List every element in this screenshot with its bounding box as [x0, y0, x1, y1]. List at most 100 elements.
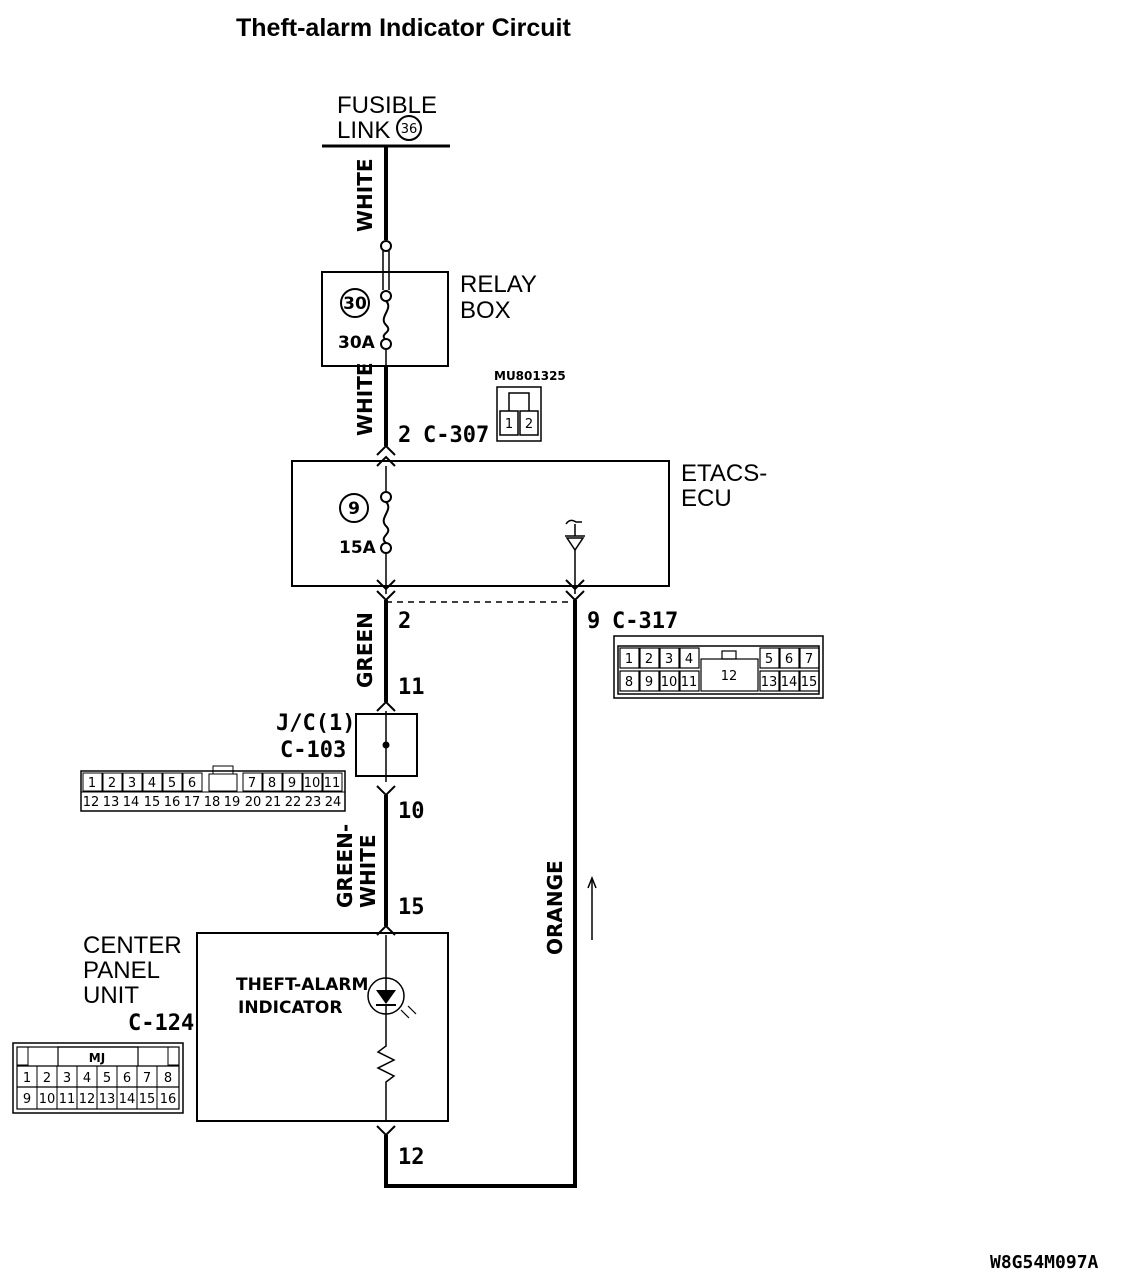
c103-cell [262, 772, 283, 792]
wire-label-white-mid: WHITE [353, 362, 377, 436]
c124-cell-label: 15 [139, 1092, 156, 1107]
fuse-9-element [382, 501, 390, 544]
c103-cell-label: 9 [288, 776, 296, 791]
relay-box-label-1: RELAY [460, 271, 537, 298]
c103-cell-label: 24 [325, 795, 342, 810]
junction-connector: J/C(1) C-103 [276, 711, 418, 782]
led-diode-icon [376, 990, 396, 1004]
light-ray-icon [407, 1005, 417, 1015]
light-ray-icon [400, 1009, 410, 1019]
c124-connector-symbol: MJ 1 2 3 4 5 6 7 8 9 10 11 12 13 14 15 1… [12, 1042, 184, 1114]
c317-name: C-317 [612, 609, 678, 634]
c317-cell [659, 670, 680, 692]
wire-label-green: GREEN [353, 612, 377, 688]
etacs-ecu-outline [291, 460, 670, 587]
c124-cell-label: 13 [99, 1092, 116, 1107]
c103-cell-label: 18 [204, 795, 221, 810]
fuse-terminal [380, 338, 392, 350]
c103-cell-label: 23 [305, 795, 322, 810]
center-panel-label-1: CENTER [83, 932, 182, 959]
c124-cell-label: 10 [39, 1092, 56, 1107]
c124-cell-label: 2 [43, 1071, 51, 1086]
c317-cell [799, 647, 820, 669]
junction-dot [382, 741, 390, 749]
c307-connector-symbol: 1 2 [496, 386, 542, 442]
c307-latch [508, 392, 530, 411]
connector-chevron [376, 700, 396, 712]
c307-cell-label: 1 [505, 417, 513, 432]
c317-cell [759, 670, 780, 692]
connector-chevron [565, 579, 585, 591]
c103-cell [242, 772, 263, 792]
c317-cell-label: 6 [785, 652, 793, 667]
etacs-ecu: ETACS- ECU 9 15A [291, 460, 767, 594]
center-panel-outline [196, 932, 449, 1122]
relay-box-label-2: BOX [460, 297, 511, 324]
c103-latch [212, 765, 234, 775]
c103-connector-symbol: 1 2 3 4 5 6 7 8 9 10 11 12 13 14 15 16 1… [80, 765, 346, 812]
jc-label: J/C(1) [276, 711, 355, 736]
etacs-fuse-rating: 15A [339, 538, 377, 558]
c317-cell [639, 647, 660, 669]
c317-inner [617, 645, 820, 695]
c124-latch [57, 1046, 139, 1066]
c103-cell-label: 6 [188, 776, 196, 791]
c317-pin-left: 2 [398, 609, 411, 634]
indicator-label-2: INDICATOR [238, 998, 342, 1018]
c124-cell-label: 3 [63, 1071, 71, 1086]
resistor-icon [376, 1040, 396, 1120]
fuse-terminal [380, 542, 392, 554]
c103-cell [322, 772, 343, 792]
diagram-title: Theft-alarm Indicator Circuit [236, 14, 571, 42]
c103-cell [302, 772, 323, 792]
c124-tag: MJ [89, 1051, 105, 1065]
c103-cell-label: 21 [265, 795, 282, 810]
center-panel-label-3: UNIT [83, 982, 139, 1009]
c103-cell [122, 772, 143, 792]
c103-cell-label: 4 [148, 776, 156, 791]
fuse-terminal [380, 290, 392, 302]
terminal [380, 240, 392, 252]
c317-cell [679, 647, 700, 669]
c103-cell-label: 7 [248, 776, 256, 791]
relay-fuse-number: 30 [343, 294, 367, 314]
etacs-fuse-number: 9 [348, 499, 360, 519]
c317-cell-label: 15 [801, 675, 818, 690]
c317-cell-label: 2 [645, 652, 653, 667]
c317-cell-label: 13 [761, 675, 778, 690]
c103-cell [142, 772, 163, 792]
c103-cell-label: 22 [285, 795, 302, 810]
fusible-link-label-1: FUSIBLE [337, 92, 437, 119]
c317-cell-label: 3 [665, 652, 673, 667]
c317-cell-label: 1 [625, 652, 633, 667]
c317-cell-label: 14 [781, 675, 798, 690]
fusible-link: FUSIBLE LINK 36 [322, 92, 450, 148]
ecu-transistor-icon [565, 537, 585, 552]
c124-cell-label: 1 [23, 1071, 31, 1086]
c307-outline [496, 386, 542, 442]
connector-chevron [376, 455, 396, 467]
etacs-fuse-number-circle [339, 493, 369, 523]
c124-cell-label: 14 [119, 1092, 136, 1107]
c103-cell-label: 15 [144, 795, 161, 810]
c317-latch [721, 650, 737, 660]
c103-cell-label: 14 [123, 795, 140, 810]
c317-cell [619, 647, 640, 669]
c103-latch [208, 773, 238, 792]
c317-cell-label: 10 [661, 675, 678, 690]
c124-pin-in: 15 [398, 895, 425, 920]
c317-cell [779, 647, 800, 669]
c307-name: C-307 [423, 423, 489, 448]
c103-cell-label: 13 [103, 795, 120, 810]
c103-cell-label: 8 [268, 776, 276, 791]
c103-cell-label: 1 [88, 776, 96, 791]
c124-cell-label: 12 [79, 1092, 96, 1107]
c124-name: C-124 [128, 1011, 194, 1036]
c317-cell-label: 5 [765, 652, 773, 667]
c124-cell-label: 4 [83, 1071, 91, 1086]
wire-label-green-white-1: GREEN- [333, 824, 357, 908]
wire-label-white-top: WHITE [353, 158, 377, 232]
c103-cell [82, 772, 103, 792]
center-panel-unit: CENTER PANEL UNIT C-124 THEFT-ALARM INDI… [83, 932, 449, 1122]
c317-cell [639, 670, 660, 692]
